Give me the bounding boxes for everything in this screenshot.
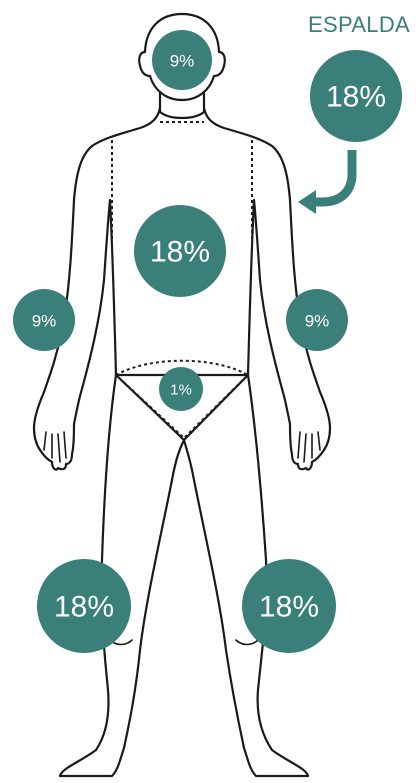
back-badge-text: 18% <box>326 81 386 114</box>
back-arrow <box>312 150 352 202</box>
back-callout: ESPALDA 18% <box>298 12 410 214</box>
trunk-front-badge: 18% <box>134 205 226 297</box>
right-arm-badge-text: 9% <box>305 312 330 331</box>
trunk-front-badge-text: 18% <box>150 236 210 269</box>
back-arrow-head <box>298 190 316 214</box>
left-leg-badge: 18% <box>37 559 131 653</box>
left-arm-badge-text: 9% <box>32 312 57 331</box>
genitals-badge-text: 1% <box>170 382 192 399</box>
right-arm-badge: 9% <box>286 289 348 351</box>
right-leg-badge: 18% <box>242 559 336 653</box>
head-badge: 9% <box>152 30 212 90</box>
genitals-badge: 1% <box>159 367 203 411</box>
right-leg-badge-text: 18% <box>259 591 319 624</box>
back-label: ESPALDA <box>308 12 410 37</box>
head-badge-text: 9% <box>170 52 195 71</box>
left-arm-badge: 9% <box>13 289 75 351</box>
left-leg-badge-text: 18% <box>54 591 114 624</box>
